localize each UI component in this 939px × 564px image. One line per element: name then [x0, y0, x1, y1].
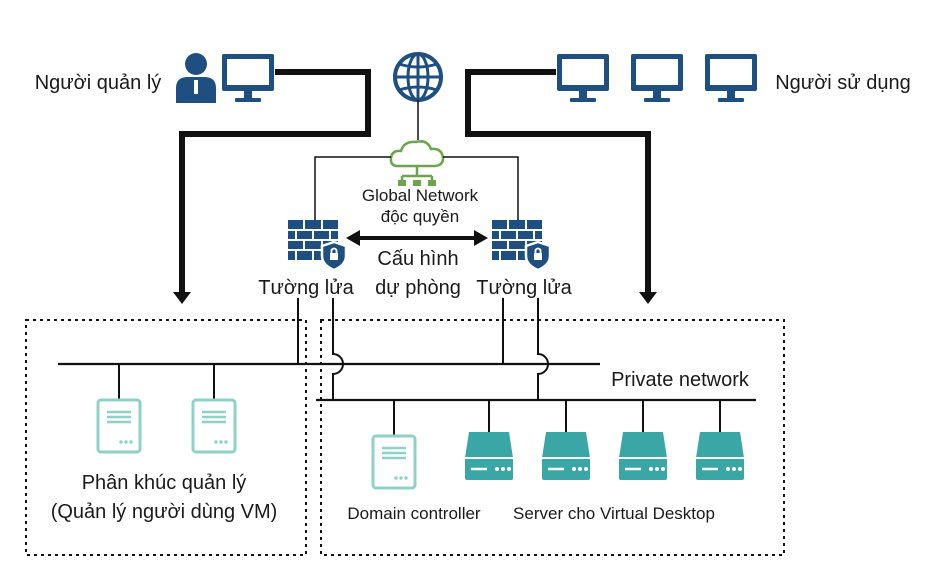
mgmt-segment-label: Phân khúc quản lý: [82, 472, 247, 494]
cloud-to-firewall-left: [314, 156, 391, 222]
users-label: Người sử dụng: [775, 72, 911, 94]
global-network-label: Global Network: [362, 186, 479, 205]
users-link: [465, 69, 657, 304]
management-segment-box: [25, 319, 307, 556]
server-icon: [96, 398, 142, 454]
firewall-icon: [490, 218, 552, 272]
redundancy-arrow: [346, 230, 488, 246]
mgmt-segment-sublabel: (Quản lý người dùng VM): [51, 501, 278, 523]
global-network-sublabel: độc quyền: [381, 207, 459, 226]
monitor-icon: [557, 54, 609, 102]
firewall-left-links: [297, 298, 344, 400]
monitor-icon: [705, 54, 757, 102]
server-icon: [191, 398, 237, 454]
user-segment-box: [320, 319, 785, 556]
rack-server-icon: [617, 430, 669, 482]
firewall-right-label: Tường lửa: [476, 277, 572, 299]
person-icon: [176, 53, 216, 103]
rack-server-icon: [540, 430, 592, 482]
cloud-network-icon: [389, 140, 445, 186]
rack-server-icon: [463, 430, 515, 482]
monitor-icon: [631, 54, 683, 102]
private-network-label: Private network: [611, 369, 750, 391]
redundant-config-label: Cấu hình: [377, 248, 458, 270]
admin-link: [173, 69, 371, 304]
rack-server-icon: [694, 430, 746, 482]
monitor-icon: [222, 54, 274, 102]
firewall-left-label: Tường lửa: [258, 277, 354, 299]
vd-servers-label: Server cho Virtual Desktop: [513, 504, 715, 523]
globe-icon: [393, 52, 443, 102]
firewall-icon: [286, 218, 348, 272]
domain-controller-label: Domain controller: [347, 504, 481, 523]
server-icon: [371, 434, 417, 490]
cloud-to-firewall-right: [443, 156, 519, 222]
admin-label: Người quản lý: [35, 72, 162, 94]
firewall-right-links: [502, 298, 549, 400]
redundant-config-sublabel: dự phòng: [375, 277, 461, 299]
